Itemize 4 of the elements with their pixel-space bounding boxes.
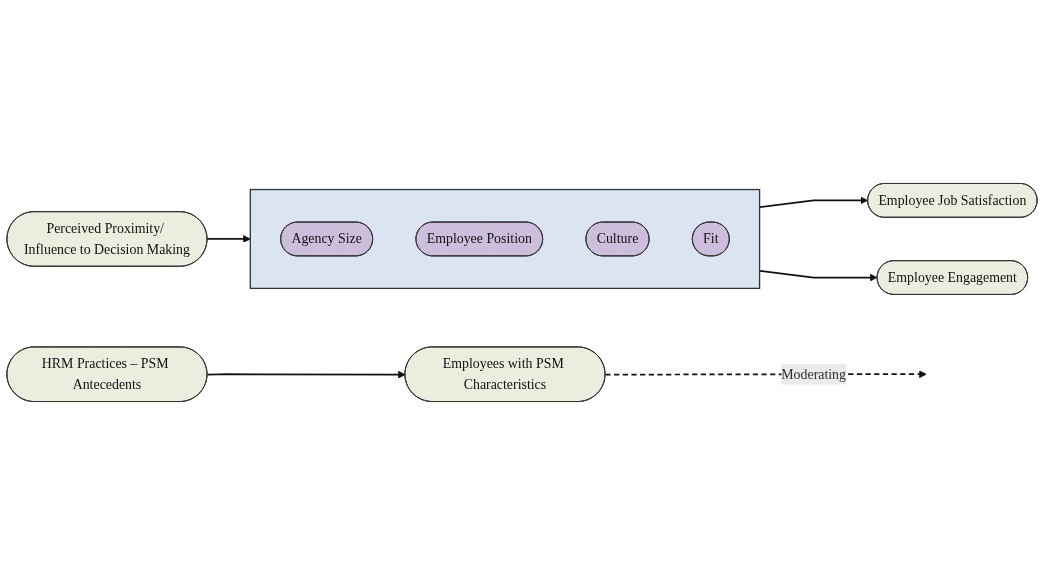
arrow (206, 235, 251, 243)
edge-label: Moderating (781, 366, 846, 382)
arrow (206, 370, 406, 379)
cluster (249, 188, 761, 290)
